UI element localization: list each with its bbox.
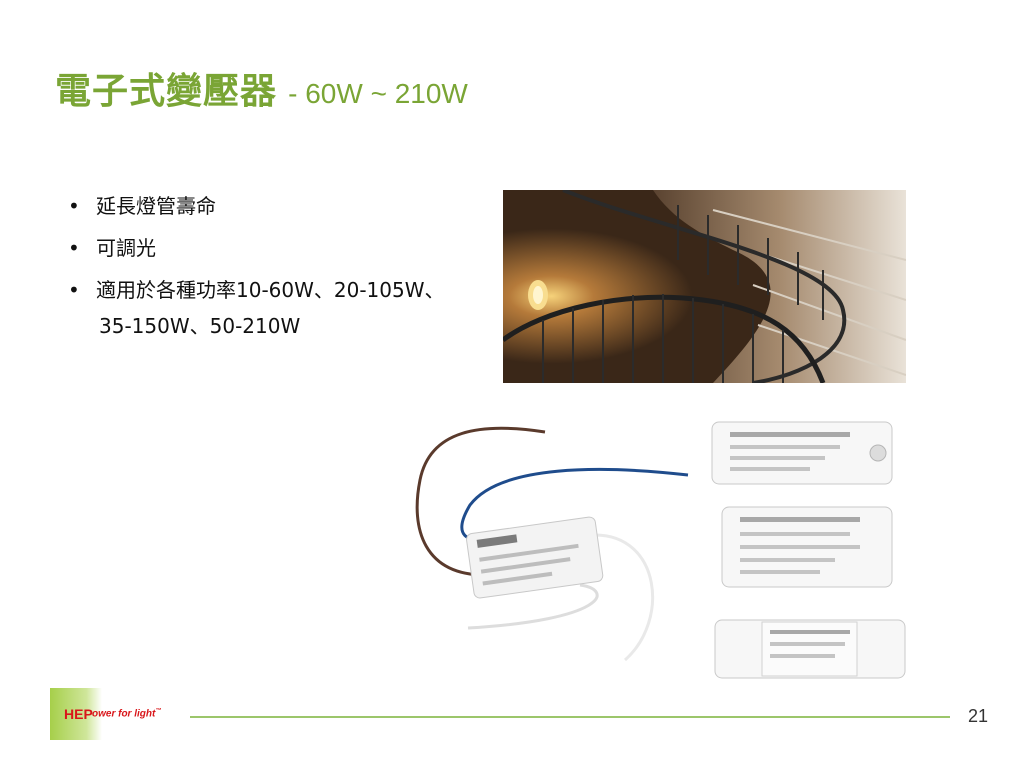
bullet-text: 延長燈管壽命: [96, 194, 216, 218]
logo-tagline-text: ower for light: [92, 708, 156, 720]
transformer-products-image: [400, 410, 920, 685]
bullet-item: • 可調光: [68, 235, 445, 277]
title-main: 電子式變壓器: [55, 71, 278, 112]
logo-brand: HEP: [64, 706, 93, 722]
title-sub: - 60W ~ 210W: [288, 78, 468, 109]
transformer-illustration: [415, 421, 906, 679]
logo-green-block: [50, 688, 102, 740]
logo-trademark: ™: [155, 708, 162, 714]
bullet-dot: •: [68, 278, 80, 302]
bullet-text: 適用於各種功率10-60W、20-105W、: [96, 278, 445, 302]
bullet-text: 可調光: [96, 236, 156, 260]
logo-tagline: ower for light™: [92, 708, 161, 719]
bullet-dot: •: [68, 194, 80, 218]
bullet-item: • 延長燈管壽命: [68, 193, 445, 235]
bullet-text-continuation: 35-150W、50-210W: [99, 314, 301, 338]
staircase-photo: [503, 190, 906, 383]
bullet-dot: •: [68, 236, 80, 260]
footer-divider: [190, 716, 950, 718]
page-number: 21: [968, 706, 989, 726]
hep-logo: HEP ower for light™: [50, 688, 184, 740]
staircase-illustration: [503, 190, 906, 383]
bullet-item: • 適用於各種功率10-60W、20-105W、 35-150W、50-210W: [68, 277, 445, 339]
slide-title: 電子式變壓器 - 60W ~ 210W: [55, 62, 468, 114]
bullet-list: • 延長燈管壽命 • 可調光 • 適用於各種功率10-60W、20-105W、 …: [68, 193, 445, 339]
